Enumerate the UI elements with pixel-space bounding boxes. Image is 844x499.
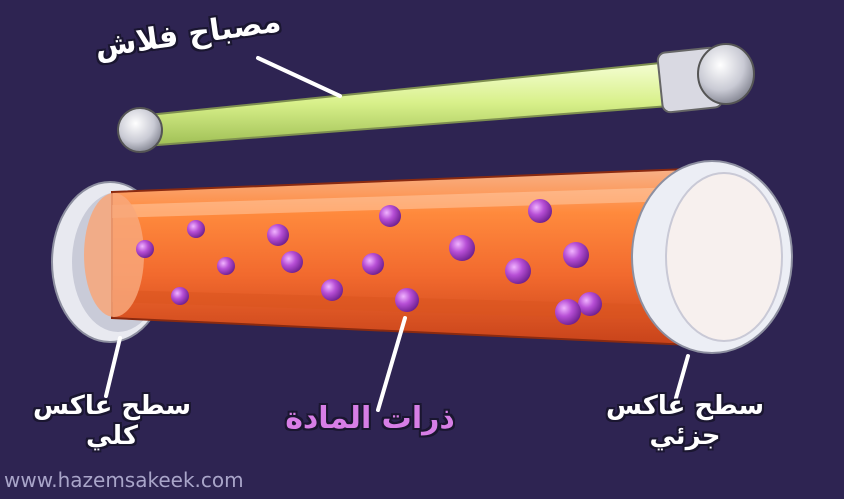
- lamp-leader: [258, 58, 340, 96]
- atom: [578, 292, 602, 316]
- atom: [449, 235, 475, 261]
- lamp-tube: [138, 60, 696, 146]
- lamp-right-cap: [698, 44, 754, 104]
- atom: [321, 279, 343, 301]
- full-reflector-leader: [106, 338, 120, 396]
- flash-lamp: [118, 44, 754, 152]
- atom: [505, 258, 531, 284]
- atom: [136, 240, 154, 258]
- full-reflector-label-line2: كلي: [2, 422, 222, 452]
- partial-reflector-inner: [666, 173, 782, 341]
- partial-reflector-label-line1: سطح عاكس: [555, 392, 815, 422]
- atom: [379, 205, 401, 227]
- atom: [267, 224, 289, 246]
- partial-reflector-label-line2: جزئي: [555, 422, 815, 452]
- atom: [187, 220, 205, 238]
- atom: [217, 257, 235, 275]
- atom: [528, 199, 552, 223]
- full-reflector-label-line1: سطح عاكس: [2, 392, 222, 422]
- matter-atoms-label: ذرات المادة: [255, 402, 485, 437]
- watermark-text[interactable]: www.hazemsakeek.com: [4, 468, 244, 492]
- atom: [171, 287, 189, 305]
- full-reflector-label: سطح عاكس كلي: [2, 392, 222, 452]
- atom: [281, 251, 303, 273]
- lamp-left-cap: [118, 108, 162, 152]
- atom: [362, 253, 384, 275]
- atom: [563, 242, 589, 268]
- laser-rod: [84, 168, 712, 346]
- atom: [555, 299, 581, 325]
- atom: [395, 288, 419, 312]
- partial-reflector-label: سطح عاكس جزئي: [555, 392, 815, 452]
